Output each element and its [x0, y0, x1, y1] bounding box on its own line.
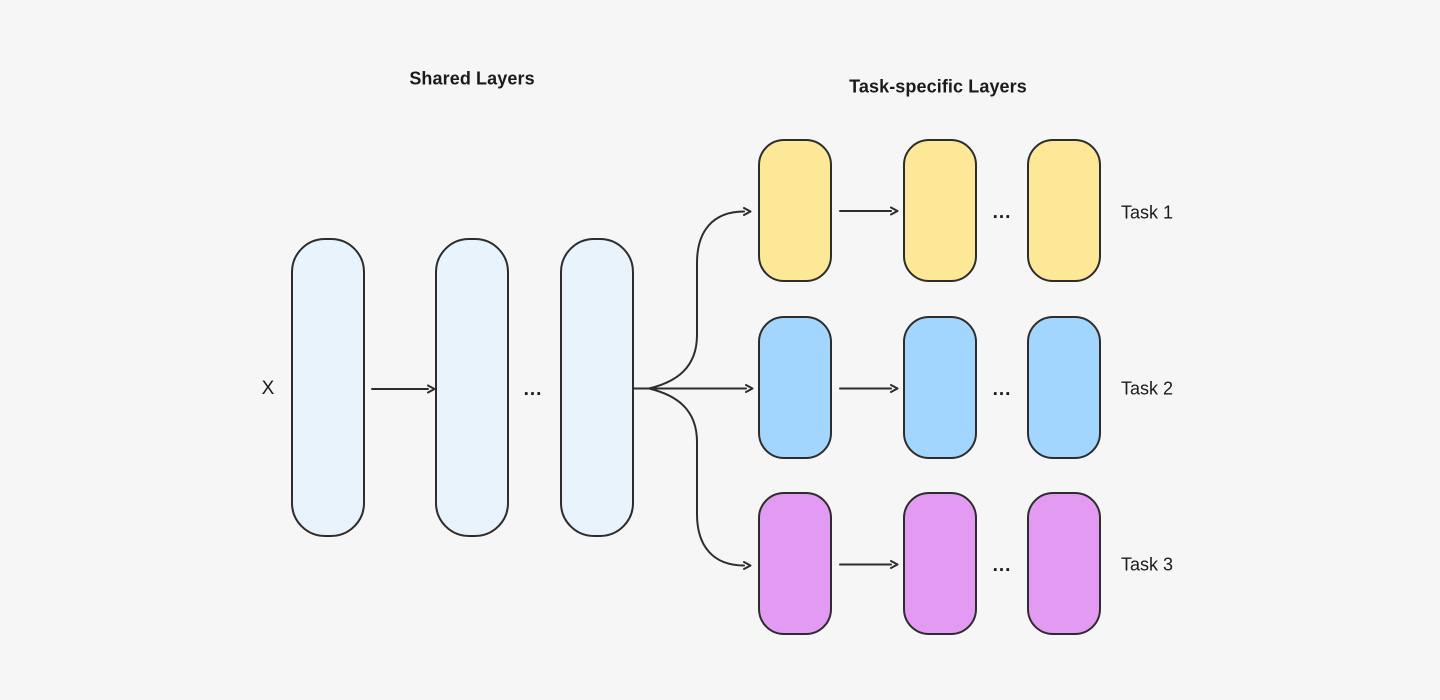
branch-arrow-to-task1-icon	[648, 207, 752, 390]
branch-arrow-to-task3-icon	[648, 387, 752, 570]
task3-layer-box-3	[1027, 492, 1101, 635]
shared-layers-ellipsis: ...	[523, 379, 543, 400]
input-x-label: X	[261, 378, 275, 399]
task3-layer-box-1	[758, 492, 832, 635]
task2-layer-box-2	[903, 316, 977, 459]
task2-layer-box-3	[1027, 316, 1101, 459]
task2-ellipsis: ...	[992, 379, 1012, 400]
task1-ellipsis: ...	[992, 202, 1012, 223]
task1-layer-box-3	[1027, 139, 1101, 282]
shared-layer-box-2	[435, 238, 509, 537]
task1-label: Task 1	[1120, 202, 1174, 223]
task1-layer-box-2	[903, 139, 977, 282]
shared-layer-box-3	[560, 238, 634, 537]
shared-layers-title: Shared Layers	[409, 68, 535, 89]
shared-layer-box-1	[291, 238, 365, 537]
task3-ellipsis: ...	[992, 555, 1012, 576]
task3-label: Task 3	[1120, 554, 1174, 575]
task3-layer-box-2	[903, 492, 977, 635]
task1-layer-box-1	[758, 139, 832, 282]
task2-label: Task 2	[1120, 378, 1174, 399]
task2-layer-box-1	[758, 316, 832, 459]
task-specific-layers-title: Task-specific Layers	[849, 76, 1027, 97]
